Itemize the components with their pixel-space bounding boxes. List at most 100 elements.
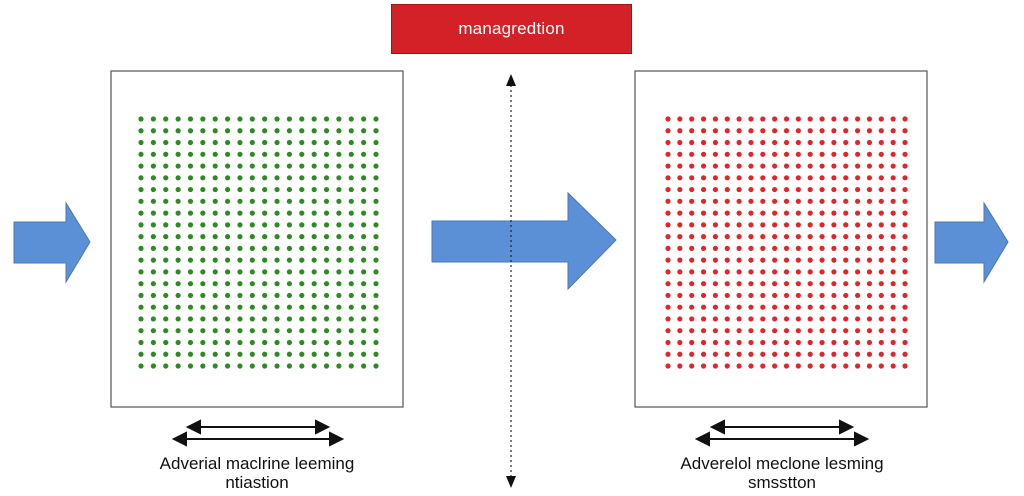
red-dot [831, 363, 837, 369]
green-dot [373, 245, 379, 251]
green-dot [361, 234, 367, 240]
green-dot [187, 186, 194, 193]
green-dot [361, 116, 367, 122]
green-dot [323, 304, 330, 310]
red-dot [712, 328, 719, 334]
red-dot [736, 245, 742, 251]
vertical-arrow-bottom-head [506, 476, 516, 488]
green-dot [286, 151, 293, 157]
red-dot [855, 198, 861, 204]
green-dot [138, 175, 144, 181]
red-dot [677, 139, 683, 146]
red-dot [890, 292, 896, 299]
green-dot [373, 151, 379, 157]
green-dot [212, 175, 218, 181]
red-dot [700, 363, 707, 369]
green-dot [175, 198, 181, 204]
red-dot [772, 316, 778, 322]
green-dot [200, 186, 206, 193]
green-dot [262, 234, 268, 240]
red-dot [724, 234, 730, 240]
green-dot [311, 292, 317, 299]
green-dot [249, 281, 255, 287]
green-dot [286, 116, 293, 122]
red-dot [902, 281, 908, 287]
green-dot [323, 128, 330, 134]
green-dot [311, 163, 317, 169]
red-dot [819, 363, 825, 369]
green-dot [187, 281, 194, 287]
green-dot [348, 198, 354, 204]
green-dot [311, 281, 317, 287]
green-dot [249, 139, 255, 146]
red-dot [855, 116, 861, 122]
green-dot [361, 163, 367, 169]
red-dot [855, 363, 861, 369]
green-dot [138, 151, 144, 157]
red-dot [712, 363, 719, 369]
red-dot [831, 163, 837, 169]
green-dot [348, 234, 354, 240]
red-dot [677, 281, 683, 287]
red-dot [760, 328, 766, 334]
red-dot [878, 339, 884, 346]
green-dot [373, 257, 379, 263]
green-dot [237, 281, 243, 287]
red-dot [677, 128, 683, 134]
green-dot [262, 128, 268, 134]
right-panel-frame [634, 70, 928, 408]
green-dot [224, 281, 231, 287]
red-dot [795, 210, 801, 216]
green-dot [150, 210, 156, 216]
red-dot [902, 351, 908, 357]
green-dot [286, 269, 293, 275]
red-dot [819, 151, 825, 157]
red-dot [677, 234, 683, 240]
green-dot [373, 339, 379, 346]
green-dot [336, 151, 342, 157]
green-dot [175, 339, 181, 346]
green-dot [373, 186, 379, 193]
red-dot [783, 151, 790, 157]
red-dot [807, 186, 813, 193]
red-dot [689, 222, 695, 228]
green-dot [249, 186, 255, 193]
red-dot [783, 339, 790, 346]
red-dot [890, 116, 896, 122]
green-dot [373, 175, 379, 181]
red-dot [760, 151, 766, 157]
green-dot [138, 351, 144, 357]
red-dot [831, 186, 837, 193]
green-dot [237, 257, 243, 263]
green-dot [249, 328, 255, 334]
red-dot [689, 328, 695, 334]
red-dot [760, 210, 766, 216]
red-dot [700, 304, 707, 310]
green-dot [187, 328, 194, 334]
green-dot [150, 304, 156, 310]
red-dot [724, 175, 730, 181]
green-dot [224, 116, 231, 122]
red-dot [736, 339, 742, 346]
red-dot [700, 151, 707, 157]
green-dot [311, 257, 317, 263]
red-dot [819, 128, 825, 134]
green-dot [224, 304, 231, 310]
green-dot [200, 363, 206, 369]
red-dot [712, 198, 719, 204]
red-dot [855, 234, 861, 240]
green-dot [274, 175, 280, 181]
red-dot [712, 175, 719, 181]
red-dot [760, 281, 766, 287]
green-dot [286, 257, 293, 263]
green-dot [299, 363, 305, 369]
red-dot [736, 175, 742, 181]
green-dot [274, 363, 280, 369]
green-dot [150, 151, 156, 157]
green-dot [348, 339, 354, 346]
red-dot [712, 116, 719, 122]
red-dot [795, 328, 801, 334]
red-dot [819, 328, 825, 334]
red-dot [724, 281, 730, 287]
green-dot [286, 339, 293, 346]
